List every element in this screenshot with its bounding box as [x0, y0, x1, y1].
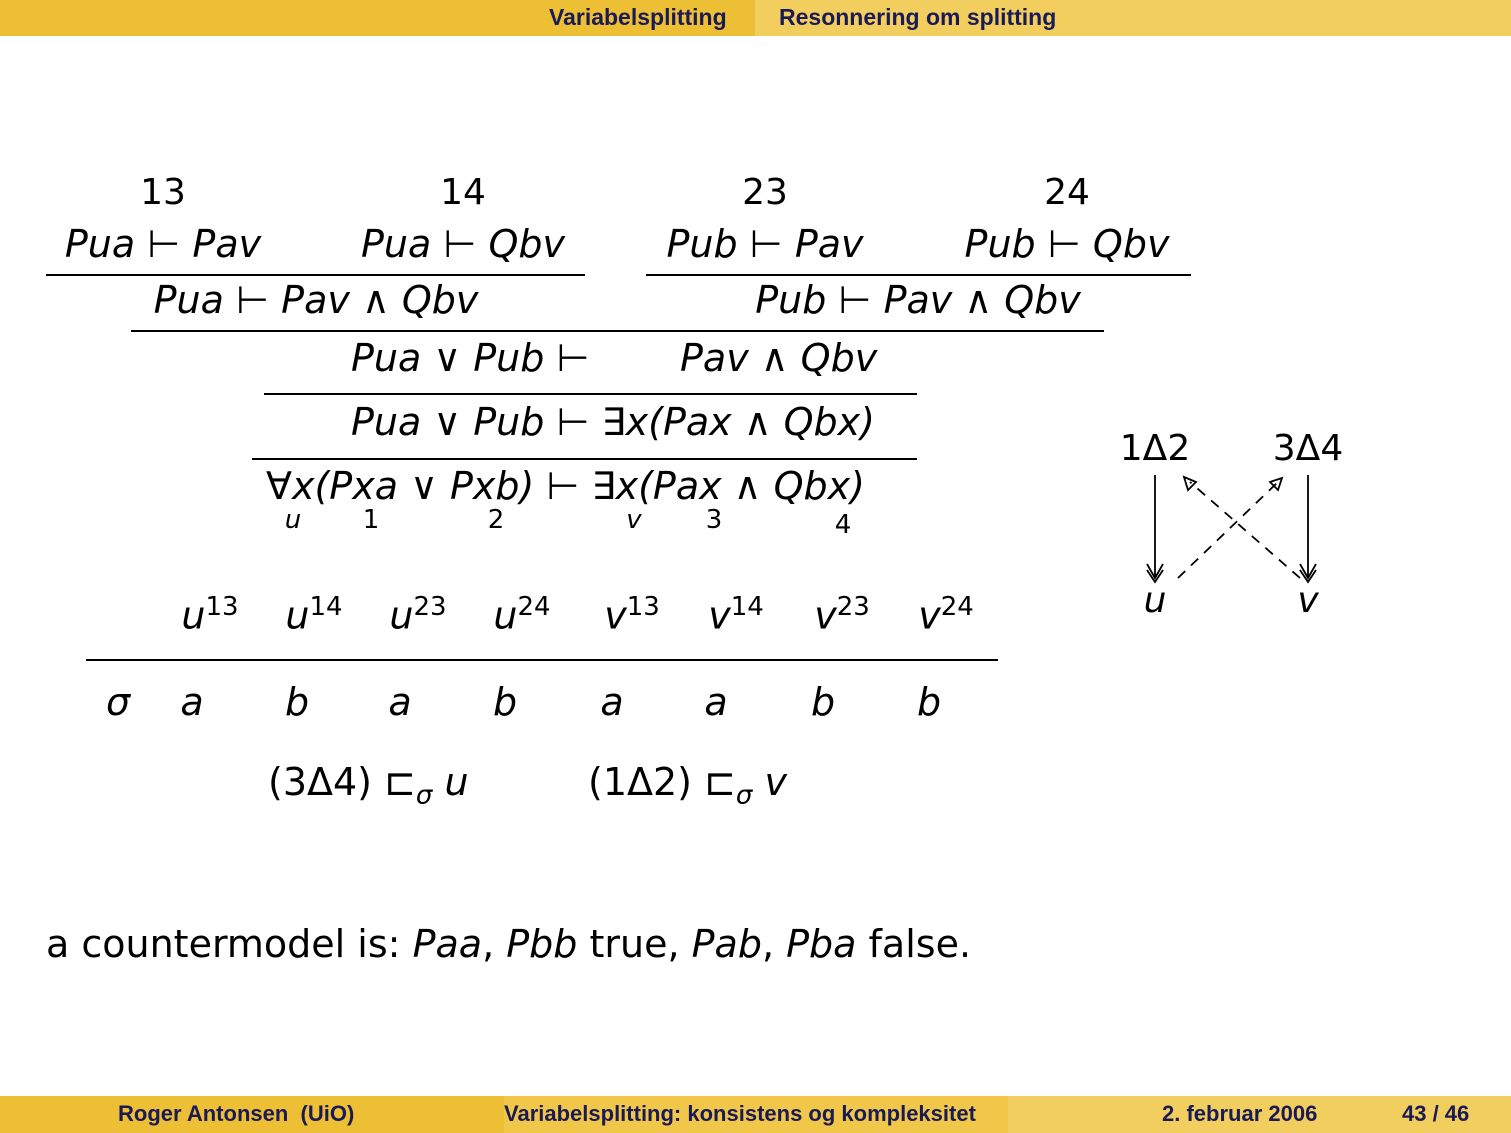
table-cell: a [600, 680, 624, 724]
atom: Paa [412, 922, 483, 966]
index-label: v [626, 505, 642, 535]
footer-left [0, 1096, 504, 1133]
sigma-label: σ [106, 680, 131, 724]
countermodel-prefix: a countermodel is: [46, 922, 413, 966]
relation-variable: u [444, 760, 469, 804]
table-cell: b [810, 680, 836, 724]
separator: , [761, 922, 787, 966]
separator: , [482, 922, 507, 966]
table-header: u13 [181, 592, 238, 638]
table-cell: a [704, 680, 728, 724]
table-header: u23 [389, 592, 446, 638]
footer-author: Roger Antonsen (UiO) [118, 1101, 355, 1126]
footer-date: 2. februar 2006 [1162, 1101, 1318, 1126]
inference-line [646, 274, 1191, 276]
table-cell: b [492, 680, 518, 724]
table-header: v14 [708, 592, 764, 638]
header-variable: v [604, 593, 627, 638]
nav-section[interactable]: Variabelsplitting [549, 4, 727, 30]
dashed-arrow-v-to-1d2 [1189, 481, 1301, 579]
header-variable: u [285, 593, 310, 638]
table-cell: a [388, 680, 412, 724]
footer-page: 43 / 46 [1402, 1101, 1470, 1126]
table-header: v23 [814, 592, 870, 638]
table-cell: a [180, 680, 204, 724]
node-3d4: 3Δ4 [1272, 428, 1344, 469]
leaf-sequent: Pua ⊢ Qbv [360, 222, 566, 266]
relation-subscript: σ [735, 780, 753, 811]
sequent-succedent: Pav ∧ Qbv [680, 336, 878, 380]
footer-title: Variabelsplitting: konsistens og komplek… [504, 1101, 976, 1126]
table-cell: b [284, 680, 310, 724]
leaf-sequent: Pua ⊢ Pav [64, 222, 262, 266]
relation-variable: v [764, 760, 788, 804]
leaf-sequent: Pub ⊢ Pav [666, 222, 864, 266]
root-sequent: ∀x(Pxa ∨ Pxb) ⊢ ∃x(Pax ∧ Qbx) [266, 464, 865, 508]
table-header: u14 [285, 592, 342, 638]
atom: Pab [691, 922, 762, 966]
table-cell: b [916, 680, 942, 724]
atom: Pba [786, 922, 857, 966]
header-superscript: 24 [517, 592, 551, 622]
nav-subsection[interactable]: Resonnering om splitting [779, 4, 1057, 30]
sequent: Pua ⊢ Pav ∧ Qbv [153, 278, 479, 322]
inference-line [131, 330, 1104, 332]
inference-line [46, 274, 585, 276]
header-superscript: 23 [836, 592, 870, 622]
header-superscript: 24 [940, 592, 974, 622]
table-header: u24 [493, 592, 550, 638]
header-variable: v [814, 593, 837, 638]
branch-label: 14 [440, 172, 486, 213]
header-superscript: 13 [205, 592, 239, 622]
relation-subscript: σ [415, 780, 433, 811]
table-header: v13 [604, 592, 660, 638]
index-label: 3 [705, 505, 723, 535]
sequent: Pua ∨ Pub ⊢ ∃x(Pax ∧ Qbx) [351, 400, 875, 444]
index-label: 1 [362, 505, 380, 535]
sequent: Pub ⊢ Pav ∧ Qbv [755, 278, 1081, 322]
relation-lhs: (3Δ4) ⊏ [268, 760, 416, 804]
dependency-arrows [1146, 475, 1317, 584]
relation-left: (3Δ4) ⊏σ u [268, 760, 469, 811]
header-variable: u [493, 593, 518, 638]
header-superscript: 23 [413, 592, 447, 622]
node-1d2: 1Δ2 [1119, 428, 1191, 469]
node-v: v [1297, 580, 1319, 621]
header-superscript: 13 [626, 592, 660, 622]
table-header: v24 [918, 592, 974, 638]
inference-line [252, 458, 917, 460]
header-variable: v [708, 593, 731, 638]
footer-right [1008, 1096, 1511, 1133]
relation-lhs: (1Δ2) ⊏ [588, 760, 736, 804]
countermodel-text: a countermodel is: Paa, Pbb true, Pab, P… [46, 922, 971, 966]
branch-label: 13 [140, 172, 186, 213]
header-superscript: 14 [730, 592, 764, 622]
table-rule [86, 659, 998, 661]
header-left [0, 0, 755, 36]
footer-center [504, 1096, 1008, 1133]
atom: Pbb [506, 922, 578, 966]
dashed-arrow-u-to-3d4 [1177, 481, 1279, 579]
header-variable: u [181, 593, 206, 638]
header-right [755, 0, 1511, 36]
node-u: u [1143, 580, 1167, 621]
header-variable: v [918, 593, 941, 638]
relation-right: (1Δ2) ⊏σ v [588, 760, 787, 811]
branch-label: 24 [1044, 172, 1090, 213]
sequent-antecedent: Pua ∨ Pub ⊢ [351, 336, 590, 380]
index-label: 2 [487, 505, 505, 535]
branch-label: 23 [742, 172, 788, 213]
index-label: u [284, 505, 302, 535]
index-label: 4 [834, 510, 852, 540]
inference-line [264, 393, 917, 395]
truth-label: false. [856, 922, 972, 966]
header-variable: u [389, 593, 414, 638]
header-superscript: 14 [309, 592, 343, 622]
truth-label: true, [577, 922, 692, 966]
leaf-sequent: Pub ⊢ Qbv [964, 222, 1170, 266]
